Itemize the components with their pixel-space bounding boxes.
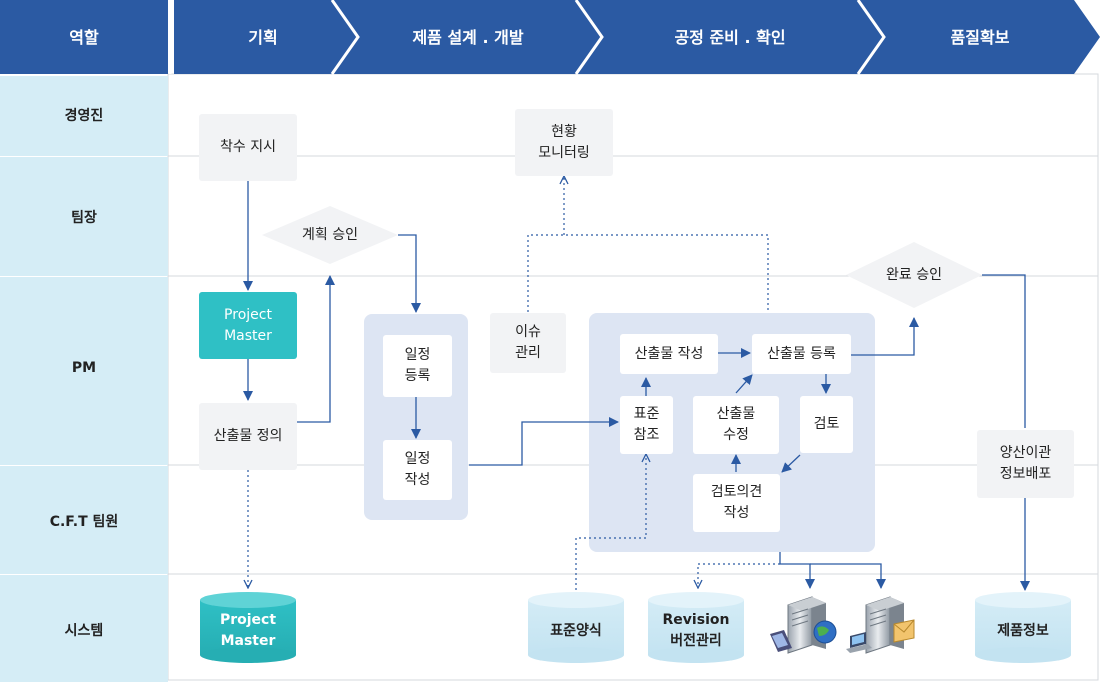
review-box: 검토 — [800, 396, 853, 453]
schedule-register-line2: 등록 — [404, 368, 431, 384]
header-stage-2 — [332, 0, 602, 74]
standard-ref-line1: 표준 — [633, 406, 660, 422]
header-stage-planning: 기획 — [248, 28, 277, 47]
monitoring-label-line1: 현황 — [551, 123, 577, 140]
completion-approval-diamond — [846, 242, 982, 308]
project-master-line2: Master — [224, 327, 272, 344]
mass-production-line2: 정보배포 — [999, 466, 1052, 482]
deliverable-define-label: 산출물 정의 — [213, 428, 283, 444]
monitoring-label-line2: 모니터링 — [538, 144, 590, 161]
role-system: 시스템 — [65, 622, 104, 639]
issue-mgmt-line1: 이슈 — [515, 324, 541, 340]
solid-connectors — [243, 181, 1030, 591]
header-stage-4 — [858, 0, 1100, 74]
header-bar — [0, 0, 1100, 75]
header-role-cell — [0, 0, 168, 74]
review-opinion-line1: 검토의견 — [710, 484, 763, 500]
header-stage-quality: 품질확보 — [951, 28, 1010, 47]
role-executive: 경영진 — [65, 107, 104, 124]
start-order-box: 착수 지시 — [199, 114, 297, 181]
deliverable-register-label: 산출물 등록 — [767, 345, 836, 362]
role-cft-member: C.F.T 팀원 — [50, 514, 119, 530]
role-pm: PM — [72, 360, 96, 376]
schedule-register-line1: 일정 — [404, 347, 431, 363]
header-stage-process: 공정 준비 . 확인 — [674, 28, 785, 47]
review-opinion-line2: 작성 — [723, 505, 750, 521]
server-laptop-mail-icon — [846, 596, 915, 654]
deliverable-create-label: 산출물 작성 — [634, 345, 704, 362]
plan-approval-diamond — [262, 206, 398, 264]
header-stage-3 — [576, 0, 884, 74]
schedule-create-line1: 일정 — [404, 451, 431, 467]
cylinder-product-info — [975, 592, 1071, 663]
role-team-leader: 팀장 — [71, 209, 97, 226]
cylinder-project-master — [200, 592, 296, 663]
cylinder-standard-form — [528, 592, 624, 663]
cylinder-revision — [648, 592, 744, 663]
mass-production-line1: 양산이관 — [999, 445, 1052, 461]
start-order-label: 착수 지시 — [220, 139, 276, 155]
header-stage-1 — [174, 0, 358, 74]
deliverable-create-box: 산출물 작성 — [620, 334, 718, 374]
deliverable-define-box: 산출물 정의 — [199, 403, 297, 470]
header-role-label: 역할 — [69, 28, 99, 47]
schedule-create-line2: 작성 — [404, 472, 431, 488]
standard-ref-line2: 참조 — [633, 427, 660, 443]
server-phone-globe-icon — [770, 596, 837, 654]
deliverable-modify-line2: 수정 — [723, 427, 749, 443]
dotted-connectors — [248, 176, 780, 590]
header-stage-design: 제품 설계 . 개발 — [412, 28, 523, 47]
issue-mgmt-line2: 관리 — [515, 345, 541, 361]
deliverable-register-box: 산출물 등록 — [752, 334, 851, 374]
review-label: 검토 — [813, 416, 840, 432]
role-column — [0, 76, 168, 682]
project-master-line1: Project — [224, 306, 272, 323]
deliverable-modify-line1: 산출물 — [716, 406, 756, 422]
